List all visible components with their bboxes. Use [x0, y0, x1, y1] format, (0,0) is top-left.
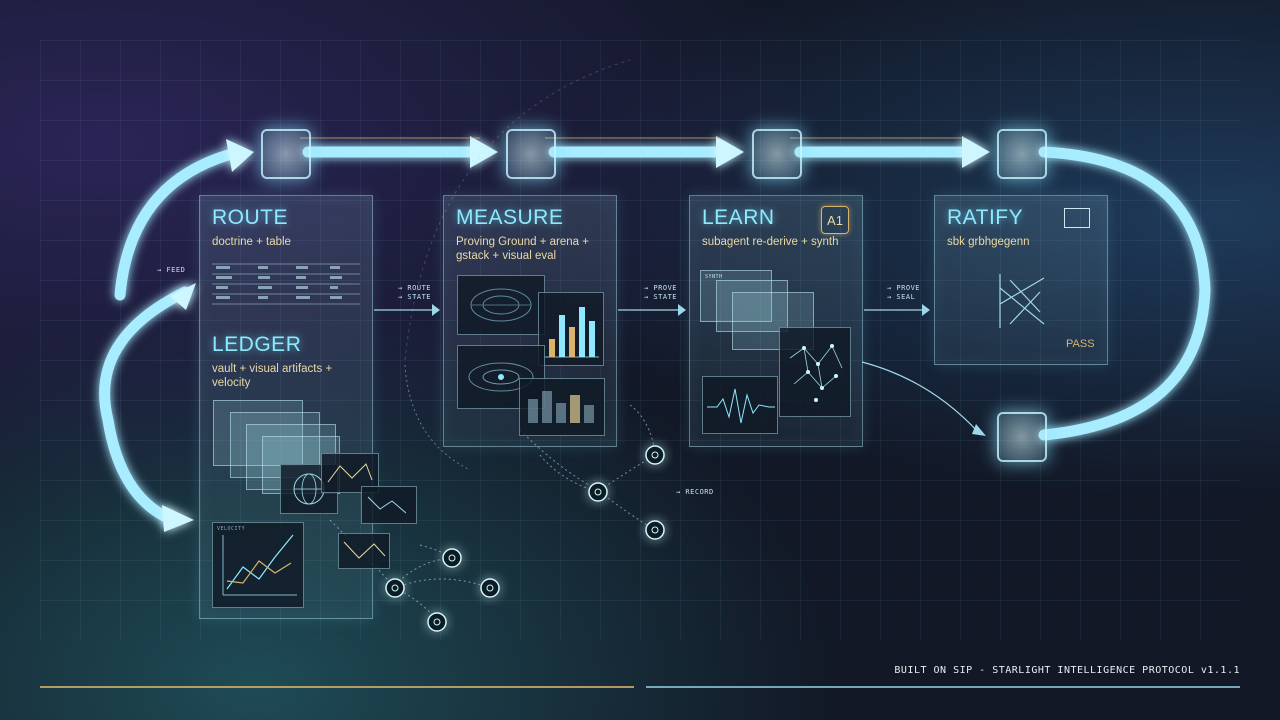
ratify-stamp-icon [1064, 208, 1090, 228]
ledger-velocity-chart: VELOCITY [212, 522, 304, 608]
agent-node-core-3 [651, 526, 659, 534]
agent-node-4 [385, 578, 405, 598]
learn-title: LEARN [702, 206, 775, 229]
agent-node-core-1 [594, 488, 602, 496]
node-return [997, 412, 1047, 462]
footer-rule-right [646, 686, 1240, 688]
ratify-seal-graphic [999, 274, 1045, 328]
footer-rule-left [40, 686, 634, 688]
node-learn [752, 129, 802, 179]
agent-node-7 [442, 548, 462, 568]
arrowhead-1 [470, 136, 498, 168]
label-record: → RECORD [676, 488, 714, 496]
agent-node-3 [645, 520, 665, 540]
measure-bar-chart [538, 292, 604, 366]
loop-right [1038, 146, 1211, 441]
agent-node-core-7 [448, 554, 456, 562]
ledger-title: LEDGER [212, 333, 302, 356]
label-feed: → FEED [157, 266, 186, 274]
label-route-out: → ROUTE → STATE [398, 284, 432, 301]
learn-subtitle: subagent re-derive + synth [702, 236, 839, 248]
learn-doc-1: SYNTH [700, 270, 772, 322]
ledger-doc-1 [213, 400, 303, 466]
agent-node-core-6 [486, 584, 494, 592]
ledger-subtitle: vault + visual artifacts + velocity [212, 363, 333, 389]
node-route [261, 129, 311, 179]
learn-doc-label: SYNTH [705, 274, 723, 280]
agent-node-1 [588, 482, 608, 502]
measure-radar-card [457, 275, 545, 335]
label-learn-out: → PROVE → SEAL [887, 284, 921, 301]
measure-title: MEASURE [456, 206, 564, 229]
measure-arena-card [457, 345, 545, 409]
arrowhead-4 [226, 139, 254, 172]
arrowhead-2 [716, 136, 744, 168]
ratify-result: PASS [1066, 338, 1095, 350]
agent-node-core-5 [433, 618, 441, 626]
ratify-subtitle: sbk grbhgegenn [947, 236, 1030, 248]
route-title: ROUTE [212, 206, 288, 229]
node-ratify [997, 129, 1047, 179]
route-table [212, 263, 360, 305]
learn-badge-text: A1 [827, 212, 843, 228]
arrowhead-6 [162, 505, 194, 532]
arc-left-lower [99, 286, 191, 524]
learn-badge: A1 [821, 206, 849, 234]
ratify-title: RATIFY [947, 206, 1024, 229]
agent-node-core-4 [391, 584, 399, 592]
arrowhead-5 [170, 283, 196, 310]
agent-node-5 [427, 612, 447, 632]
learn-doc-2 [716, 280, 788, 332]
arc-start-route [114, 149, 234, 301]
route-subtitle: doctrine + table [212, 236, 291, 248]
node-measure [506, 129, 556, 179]
ledger-graph-card-2 [361, 486, 417, 524]
learn-waveform-card [702, 376, 778, 434]
footer-credit: BUILT ON SIP - STARLIGHT INTELLIGENCE PR… [894, 665, 1240, 676]
agent-node-core-2 [651, 451, 659, 459]
label-measure-out: → PROVE → STATE [644, 284, 678, 301]
velocity-chart-label: VELOCITY [217, 526, 246, 532]
panel-ratify [934, 195, 1108, 365]
ledger-graph-card-3 [338, 533, 390, 569]
arrowhead-3 [962, 136, 990, 168]
measure-eval-card [519, 378, 605, 436]
learn-network-card [779, 327, 851, 417]
agent-node-2 [645, 445, 665, 465]
agent-node-6 [480, 578, 500, 598]
measure-subtitle: Proving Ground + arena + gstack + visual… [456, 236, 589, 262]
